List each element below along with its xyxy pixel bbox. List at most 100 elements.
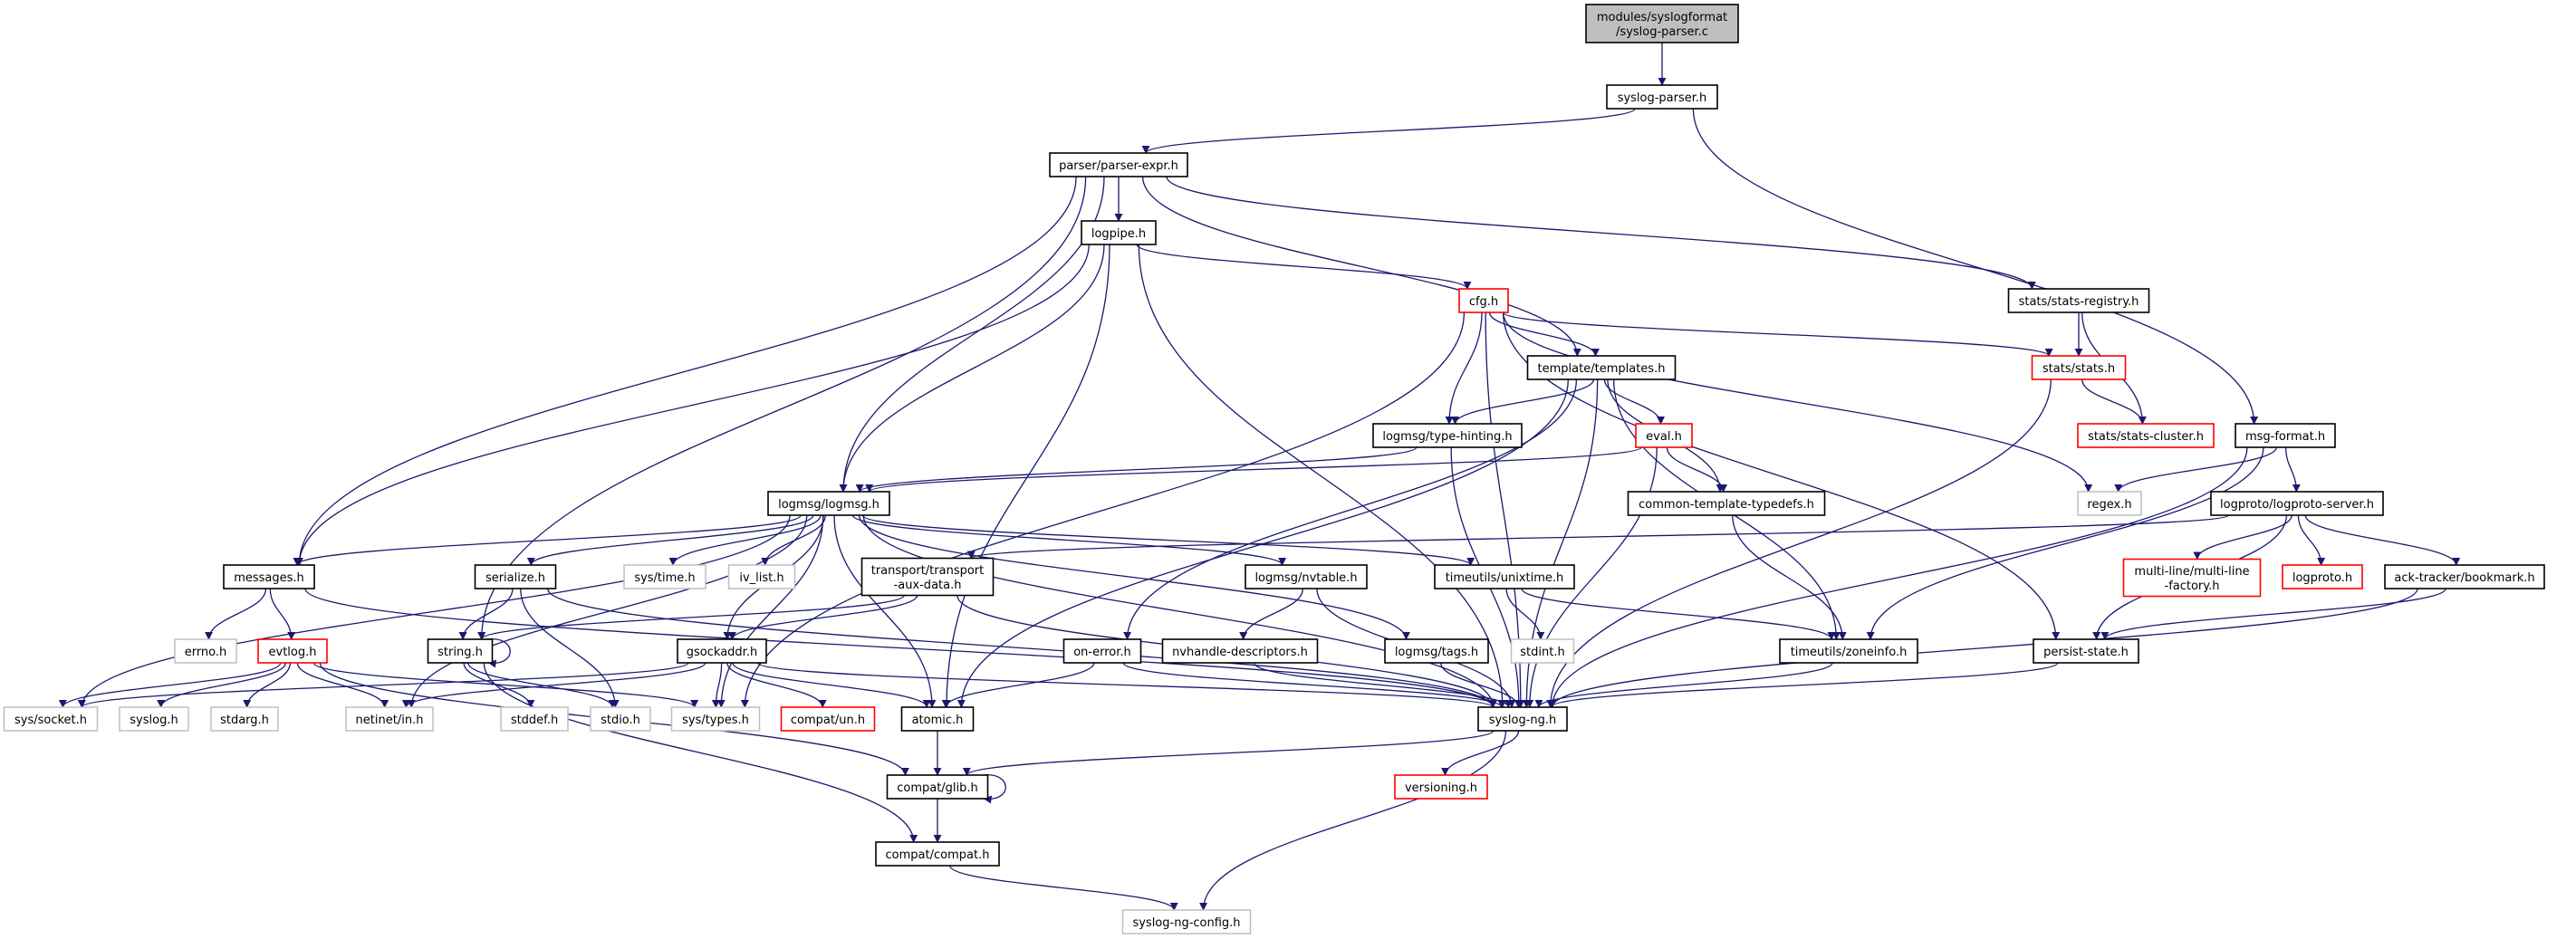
node-box xyxy=(860,557,995,597)
edge-syslog-ng-to-compat-glib xyxy=(963,730,1495,776)
node-label-line: stdio.h xyxy=(601,714,640,727)
node-label: stats/stats-registry.h xyxy=(2019,295,2139,309)
node-label: ack-tracker/bookmark.h xyxy=(2394,571,2534,585)
node-logpipe[interactable]: logpipe.h xyxy=(1081,220,1157,245)
node-cfg[interactable]: cfg.h xyxy=(1458,288,1509,313)
node-label-line: stats/stats-registry.h xyxy=(2019,295,2139,309)
node-label: atomic.h xyxy=(912,714,964,727)
node-label-line: on-error.h xyxy=(1073,646,1131,659)
node-label: transport/transport-aux-data.h xyxy=(871,564,985,592)
node-label: modules/syslogformat/syslog-parser.c xyxy=(1597,11,1727,39)
node-serialize[interactable]: serialize.h xyxy=(474,564,557,589)
node-parser-expr[interactable]: parser/parser-expr.h xyxy=(1049,152,1188,177)
node-type-hinting[interactable]: logmsg/type-hinting.h xyxy=(1372,423,1523,448)
node-string-h[interactable]: string.h xyxy=(427,638,494,664)
node-box xyxy=(174,638,237,664)
node-label: sys/socket.h xyxy=(14,714,87,727)
edge-type-hinting-to-logmsg xyxy=(855,446,1418,493)
node-persist[interactable]: persist-state.h xyxy=(2033,638,2139,664)
node-eval[interactable]: eval.h xyxy=(1635,423,1693,448)
node-box xyxy=(1245,564,1368,589)
node-root[interactable]: modules/syslogformat/syslog-parser.c xyxy=(1585,4,1739,43)
node-label: stats/stats-cluster.h xyxy=(2088,430,2204,444)
node-box xyxy=(1526,355,1677,380)
node-compat-glib[interactable]: compat/glib.h xyxy=(886,774,989,800)
node-label-line: stats/stats-cluster.h xyxy=(2088,430,2204,444)
node-label-line: multi-line/multi-line xyxy=(2134,565,2249,579)
node-stats-cluster[interactable]: stats/stats-cluster.h xyxy=(2077,423,2215,448)
node-label-line: syslog-ng.h xyxy=(1489,714,1557,727)
node-label-line: gsockaddr.h xyxy=(687,646,757,659)
node-compat-compat[interactable]: compat/compat.h xyxy=(875,841,1000,867)
edge-string-h-to-stdio xyxy=(467,662,617,708)
node-atomic[interactable]: atomic.h xyxy=(900,706,975,732)
node-box xyxy=(1049,152,1188,177)
node-label: parser/parser-expr.h xyxy=(1059,159,1178,173)
node-box xyxy=(2235,423,2336,448)
node-label-line: stddef.h xyxy=(511,714,558,727)
node-compat-un[interactable]: compat/un.h xyxy=(780,706,876,732)
edge-gsockaddr-to-sys-socket xyxy=(78,662,689,708)
edge-compat-glib-to-compat-glib xyxy=(982,774,1006,804)
node-msg-format[interactable]: msg-format.h xyxy=(2235,423,2336,448)
node-tags[interactable]: logmsg/tags.h xyxy=(1384,638,1489,664)
node-label-line: syslog-ng-config.h xyxy=(1132,916,1240,930)
node-unixtime[interactable]: timeutils/unixtime.h xyxy=(1434,564,1575,589)
edge-gsockaddr-to-atomic xyxy=(732,662,931,708)
node-nvtable[interactable]: logmsg/nvtable.h xyxy=(1245,564,1368,589)
edge-parser-expr-to-messages xyxy=(294,176,1077,566)
node-stats-h[interactable]: stats/stats.h xyxy=(2031,355,2127,380)
node-evtlog[interactable]: evtlog.h xyxy=(257,638,328,664)
node-label-line: compat/compat.h xyxy=(886,848,990,862)
edge-messages-to-syslog-ng xyxy=(304,588,1497,708)
node-box xyxy=(1434,564,1575,589)
edges-layer xyxy=(58,43,2461,911)
node-label-line: logmsg/tags.h xyxy=(1395,646,1478,659)
node-label: stdint.h xyxy=(1520,646,1564,659)
node-box xyxy=(2077,491,2142,516)
node-label: logmsg/type-hinting.h xyxy=(1382,430,1512,444)
node-label: iv_list.h xyxy=(739,571,783,585)
node-on-error[interactable]: on-error.h xyxy=(1062,638,1142,664)
node-box xyxy=(1585,4,1739,43)
node-box xyxy=(875,841,1000,867)
edge-logproto-server-to-ack-tracker xyxy=(2304,514,2461,566)
node-syslog-ng[interactable]: syslog-ng.h xyxy=(1477,706,1568,732)
node-box xyxy=(2031,355,2127,380)
edge-msg-format-to-regex xyxy=(2114,446,2277,493)
node-logproto-server[interactable]: logproto/logproto-server.h xyxy=(2210,491,2384,516)
node-label: on-error.h xyxy=(1073,646,1131,659)
edge-transport-to-gsockaddr xyxy=(727,595,918,640)
node-stats-registry[interactable]: stats/stats-registry.h xyxy=(2007,288,2150,313)
node-label-line: transport/transport xyxy=(871,564,985,578)
node-templates[interactable]: template/templates.h xyxy=(1526,355,1677,380)
node-label-line: timeutils/zoneinfo.h xyxy=(1791,646,1908,659)
node-errno: errno.h xyxy=(174,638,237,664)
node-syslog-parser-h[interactable]: syslog-parser.h xyxy=(1606,84,1718,110)
edge-logproto-server-to-transport xyxy=(967,514,2230,560)
node-box xyxy=(1161,638,1319,664)
edge-ack-tracker-to-persist xyxy=(2100,588,2446,640)
edge-parser-expr-to-templates xyxy=(1142,176,1581,357)
node-box xyxy=(119,706,189,732)
node-versioning[interactable]: versioning.h xyxy=(1394,774,1488,800)
node-nvhandle[interactable]: nvhandle-descriptors.h xyxy=(1161,638,1319,664)
node-label: stdio.h xyxy=(601,714,640,727)
node-ack-tracker[interactable]: ack-tracker/bookmark.h xyxy=(2384,564,2545,589)
node-messages[interactable]: messages.h xyxy=(223,564,315,589)
node-label-line: sys/types.h xyxy=(682,714,749,727)
node-gsockaddr[interactable]: gsockaddr.h xyxy=(677,638,767,664)
edge-logmsg-to-messages xyxy=(293,514,802,566)
node-logproto-h[interactable]: logproto.h xyxy=(2282,564,2363,589)
node-logmsg[interactable]: logmsg/logmsg.h xyxy=(767,491,890,516)
node-box xyxy=(1606,84,1718,110)
node-zoneinfo[interactable]: timeutils/zoneinfo.h xyxy=(1779,638,1918,664)
node-common-tt[interactable]: common-template-typedefs.h xyxy=(1627,491,1826,516)
node-label: multi-line/multi-line-factory.h xyxy=(2134,565,2249,593)
node-transport[interactable]: transport/transport-aux-data.h xyxy=(860,557,995,597)
node-box xyxy=(677,638,767,664)
node-multiline[interactable]: multi-line/multi-line-factory.h xyxy=(2122,558,2262,598)
node-box xyxy=(1372,423,1523,448)
node-label-line: nvhandle-descriptors.h xyxy=(1172,646,1308,659)
node-box xyxy=(900,706,975,732)
